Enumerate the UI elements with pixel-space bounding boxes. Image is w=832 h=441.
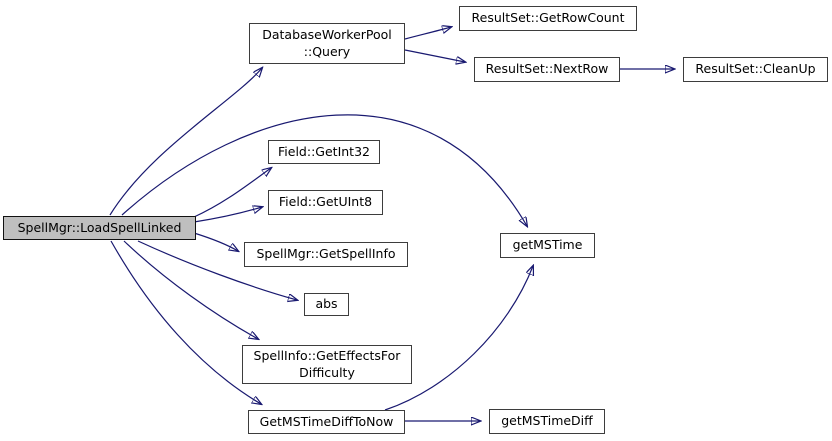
node-spellmgr-loadspelllinked: SpellMgr::LoadSpellLinked [3, 216, 196, 240]
node-resultset-nextrow[interactable]: ResultSet::NextRow [474, 57, 620, 82]
node-abs[interactable]: abs [304, 293, 349, 316]
node-label: SpellMgr::GetSpellInfo [256, 246, 396, 262]
edge-loadspelllinked-to-query [109, 68, 262, 216]
node-spellinfo-geteffectsfordifficulty[interactable]: SpellInfo::GetEffectsFor Difficulty [242, 345, 412, 384]
node-getmstimedifftonow[interactable]: GetMSTimeDiffToNow [248, 410, 405, 434]
edge-loadspelllinked-to-abs [137, 240, 297, 300]
node-field-getint32[interactable]: Field::GetInt32 [268, 140, 380, 164]
node-label: Field::GetInt32 [278, 143, 370, 159]
edge-query-to-nextrow [404, 49, 465, 62]
edge-query-to-getrowcount [404, 27, 451, 40]
node-getmstimediff[interactable]: getMSTimeDiff [489, 409, 605, 434]
node-label: ResultSet::GetRowCount [471, 10, 625, 26]
node-label: ResultSet::NextRow [485, 61, 609, 77]
node-databaseworkerpool-query[interactable]: DatabaseWorkerPool ::Query [249, 23, 405, 64]
node-label: SpellInfo::GetEffectsFor Difficulty [253, 347, 401, 380]
node-label: DatabaseWorkerPool ::Query [262, 26, 392, 59]
node-label: getMSTime [512, 237, 583, 253]
node-spellmgr-getspellinfo[interactable]: SpellMgr::GetSpellInfo [244, 242, 408, 267]
edge-loadspelllinked-to-getspellinfo [193, 232, 238, 251]
node-getmstime[interactable]: getMSTime [500, 233, 595, 258]
edge-getmstimedifftonow-to-getmstime [384, 266, 533, 411]
node-resultset-cleanup[interactable]: ResultSet::CleanUp [683, 57, 828, 82]
node-label: SpellMgr::LoadSpellLinked [17, 219, 182, 235]
edge-loadspelllinked-to-getint32 [193, 168, 271, 218]
node-resultset-getrowcount[interactable]: ResultSet::GetRowCount [459, 6, 637, 31]
edge-loadspelllinked-to-getuint8 [193, 207, 262, 223]
edge-loadspelllinked-to-getmstimedifftonow [110, 240, 261, 404]
node-label: ResultSet::CleanUp [695, 61, 816, 77]
edge-loadspelllinked-to-getmstime [121, 114, 527, 226]
edge-loadspelllinked-to-geteffectsfordifficulty [123, 240, 258, 339]
node-label: Field::GetUInt8 [278, 194, 373, 210]
node-label: GetMSTimeDiffToNow [259, 413, 394, 429]
node-label: abs [315, 296, 338, 312]
node-field-getuint8[interactable]: Field::GetUInt8 [268, 190, 383, 215]
node-label: getMSTimeDiff [501, 413, 593, 429]
